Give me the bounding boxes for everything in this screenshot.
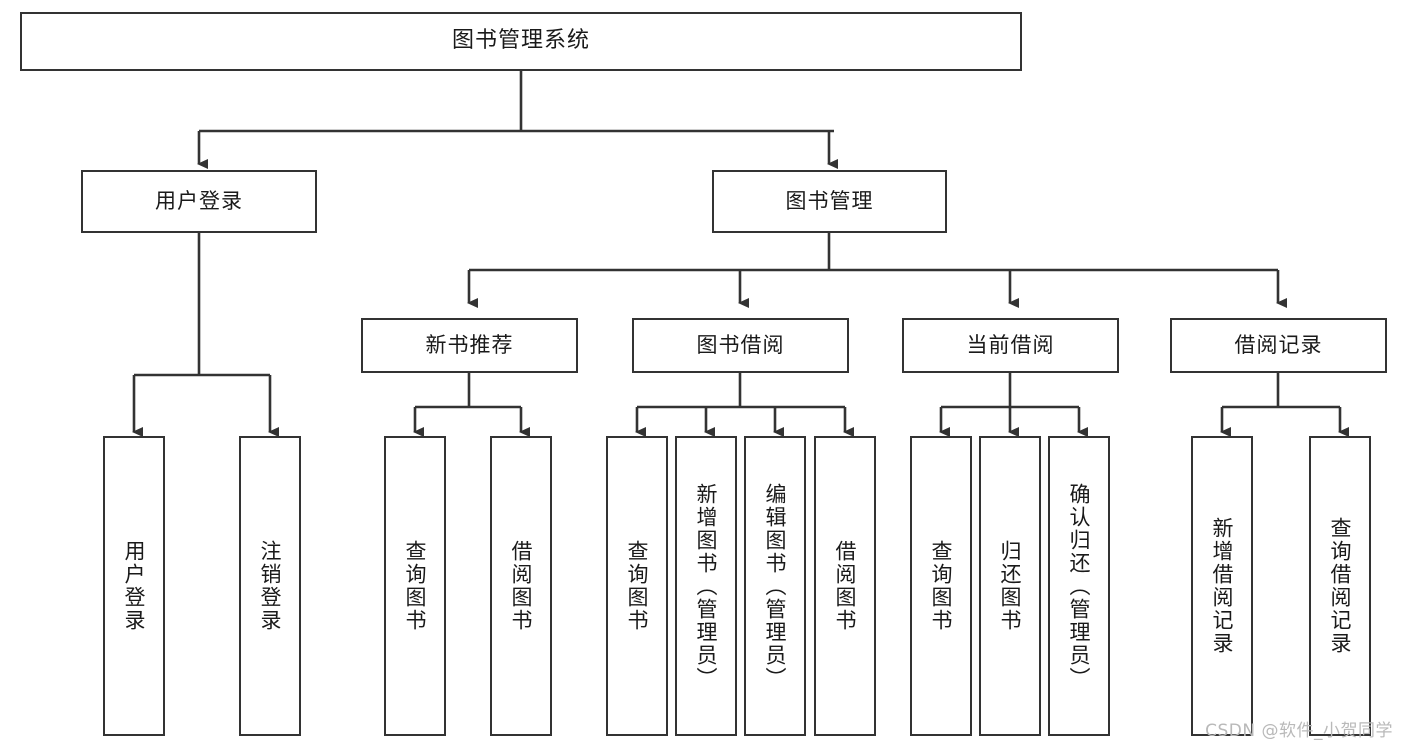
node-label: 查询图书 [625,540,650,632]
leaf-record-query-record[interactable]: 查询借阅记录 [1309,436,1371,736]
leaf-newbook-query-book[interactable]: 查询图书 [384,436,446,736]
node-label: 查询图书 [929,540,954,632]
node-current-borrow[interactable]: 当前借阅 [902,318,1119,373]
node-book-borrow[interactable]: 图书借阅 [632,318,849,373]
node-label: 注销登录 [258,540,283,632]
leaf-borrow-edit-book-admin[interactable]: 编辑图书（管理员） [744,436,806,736]
node-label: 新书推荐 [425,332,514,357]
node-label: 编辑图书（管理员） [763,482,788,690]
node-label: 图书管理系统 [451,28,590,54]
leaf-current-query-book[interactable]: 查询图书 [910,436,972,736]
node-new-book-recommend[interactable]: 新书推荐 [361,318,578,373]
node-root-system[interactable]: 图书管理系统 [20,12,1022,71]
leaf-borrow-add-book-admin[interactable]: 新增图书（管理员） [675,436,737,736]
node-label: 新增借阅记录 [1210,517,1235,655]
leaf-newbook-borrow-book[interactable]: 借阅图书 [490,436,552,736]
leaf-current-confirm-return-admin[interactable]: 确认归还（管理员） [1048,436,1110,736]
node-label: 借阅图书 [833,540,858,632]
node-label: 当前借阅 [966,332,1055,357]
node-label: 图书管理 [785,188,874,213]
node-label: 用户登录 [155,188,243,213]
leaf-borrow-borrow-book[interactable]: 借阅图书 [814,436,876,736]
node-label: 借阅记录 [1234,332,1323,357]
leaf-user-logout[interactable]: 注销登录 [239,436,301,736]
leaf-user-login[interactable]: 用户登录 [103,436,165,736]
node-label: 查询图书 [403,540,428,632]
leaf-borrow-query-book[interactable]: 查询图书 [606,436,668,736]
node-book-management[interactable]: 图书管理 [712,170,947,233]
node-label: 图书借阅 [696,332,785,357]
node-label: 借阅图书 [509,540,534,632]
node-borrow-record[interactable]: 借阅记录 [1170,318,1387,373]
leaf-current-return-book[interactable]: 归还图书 [979,436,1041,736]
node-label: 新增图书（管理员） [694,482,719,690]
node-label: 归还图书 [998,540,1023,632]
node-label: 查询借阅记录 [1328,517,1353,655]
node-label: 确认归还（管理员） [1067,482,1092,690]
node-label: 用户登录 [122,540,147,632]
csdn-watermark: CSDN @软件_小贺同学 [1205,721,1393,741]
leaf-record-add-record[interactable]: 新增借阅记录 [1191,436,1253,736]
node-user-login[interactable]: 用户登录 [81,170,317,233]
